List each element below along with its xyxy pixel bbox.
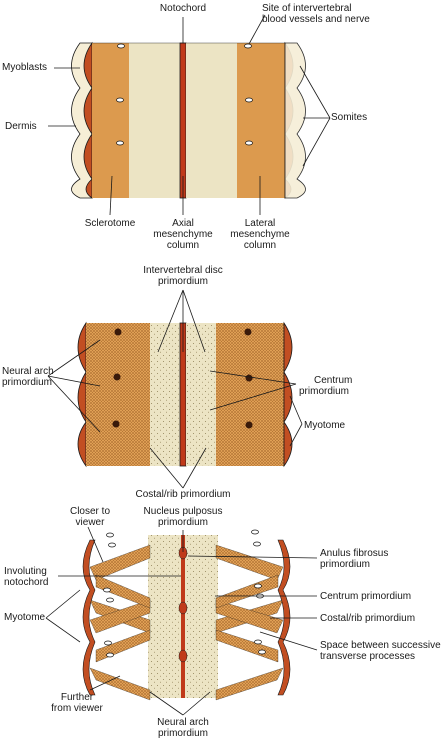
- label-disc-line1: Intervertebral disc: [143, 265, 223, 276]
- label-notochord: Notochord: [159, 3, 207, 14]
- label-sclerotome: Sclerotome: [84, 218, 136, 229]
- panel3-leader-lines: [45, 526, 318, 716]
- label-axial-line1: Axial: [172, 218, 194, 229]
- label-dermis: Dermis: [5, 121, 37, 132]
- label-further-line1: Further: [60, 692, 94, 703]
- label-myotome-panel2: Myotome: [304, 420, 346, 431]
- label-further-line2: from viewer: [51, 703, 103, 714]
- label-somites: Somites: [331, 112, 368, 123]
- label-neural-arch-panel3-line1: Neural arch: [157, 717, 209, 728]
- label-costal-panel3: Costal/rib primordium: [320, 613, 416, 624]
- panel3-right-myotome: [277, 539, 291, 696]
- label-disc-line2: primordium: [157, 276, 208, 287]
- panel2-sclerotome-right: [216, 323, 284, 466]
- panel1-vessel-icon: [117, 43, 125, 49]
- label-nucleus-line1: Nucleus pulposus: [143, 506, 223, 517]
- label-myoblasts: Myoblasts: [2, 62, 48, 73]
- panel2-sclerotome-left: [86, 323, 150, 466]
- panel3-nucleus-pulposus: [178, 546, 188, 663]
- label-nucleus-line2: primordium: [157, 517, 208, 528]
- label-axial-line3: column: [166, 240, 200, 251]
- panel3-stage-vertebra: [45, 526, 318, 716]
- panel2-left-myotome: [77, 321, 87, 468]
- label-space-line2: transverse processes: [320, 651, 416, 662]
- panel1-axial-right: [186, 43, 237, 198]
- panel1-notochord: [179, 42, 187, 199]
- label-neural-arch-panel3-line2: primordium: [157, 728, 208, 739]
- panel1-axial-left: [129, 43, 180, 198]
- label-space-line1: Space between successive: [320, 640, 441, 651]
- panel1-vessel-icon: [245, 97, 253, 103]
- panel3-left-myotome: [82, 539, 96, 696]
- panel1-vessel-icon: [116, 97, 124, 103]
- label-involuting-line1: Involuting: [4, 566, 47, 577]
- label-closer-line2: viewer: [75, 517, 105, 528]
- label-centrum-line2: primordium: [299, 386, 350, 397]
- panel2-stage-resegmentation: [47, 289, 303, 489]
- label-myotome-panel3: Myotome: [4, 612, 46, 623]
- label-neural-arch-line1: Neural arch: [2, 366, 54, 377]
- label-axial-line2: mesenchyme: [153, 229, 213, 240]
- panel1-leader-lines: [48, 14, 331, 216]
- label-centrum-line1: Centrum: [314, 375, 353, 386]
- panel2-vessel-blobs: [112, 328, 253, 429]
- panel1-right-dermis: [284, 42, 306, 199]
- panel1-sclerotome-left: [92, 43, 129, 198]
- label-lateral-line2: mesenchyme: [230, 229, 290, 240]
- label-anulus-line2: primordium: [320, 559, 371, 570]
- panel1-stage-somites: [48, 14, 331, 216]
- label-neural-arch-line2: primordium: [2, 377, 53, 388]
- label-closer-line1: Closer to: [69, 506, 110, 517]
- label-lateral-line3: column: [243, 240, 277, 251]
- panel1-vessel-icon: [245, 140, 253, 146]
- label-costal-panel2: Costal/rib primordium: [135, 489, 231, 500]
- panel3-notochord: [181, 535, 185, 698]
- label-centrum-panel3: Centrum primordium: [320, 591, 412, 602]
- panel1-lateral-right: [237, 43, 285, 198]
- panel1-left-somite-red: [83, 41, 93, 199]
- panel3-vessel-icons: [103, 529, 266, 658]
- panel1-vessel-icon: [116, 140, 124, 146]
- label-involuting-line2: notochord: [4, 577, 49, 588]
- label-site-intervertebral-line2: blood vessels and nerve: [262, 14, 370, 25]
- panel1-vessel-icon: [244, 43, 252, 49]
- label-anulus-line1: Anulus fibrosus: [320, 548, 389, 559]
- panel2-leader-lines: [47, 289, 303, 489]
- label-lateral-line1: Lateral: [244, 218, 276, 229]
- label-site-intervertebral-line1: Site of intervertebral: [262, 3, 352, 14]
